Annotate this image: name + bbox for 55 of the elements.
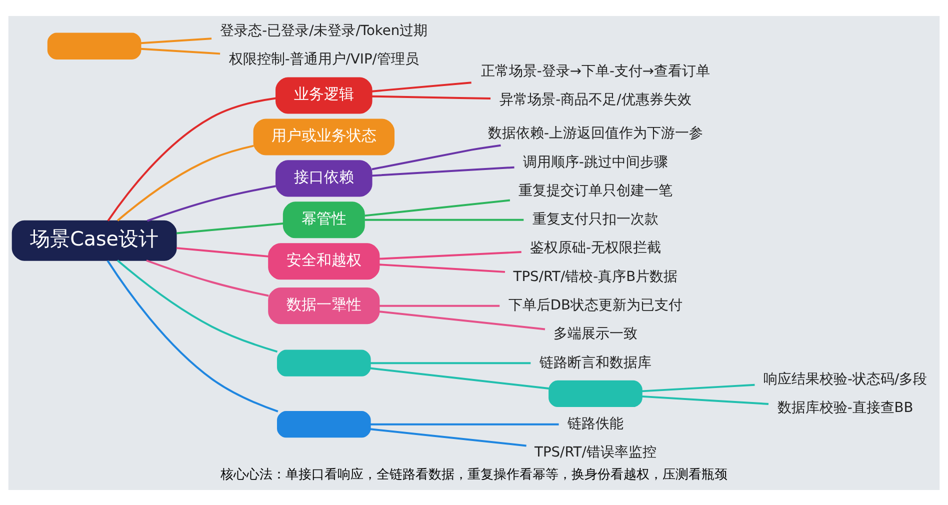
node-text: TPS/RT/错校-真序B片数据 bbox=[513, 268, 678, 284]
connector bbox=[146, 259, 269, 296]
connector bbox=[370, 362, 531, 364]
node-text: 重复支付只扣一次款 bbox=[532, 211, 658, 228]
node-text: TPS/RT/错误率监控 bbox=[534, 444, 656, 460]
node-text: 响应结果校验-状态码/多段 bbox=[763, 371, 928, 388]
connector bbox=[364, 218, 524, 220]
node-bar bbox=[277, 349, 371, 376]
node-box: 数据一犟性 bbox=[268, 287, 380, 324]
node-bar bbox=[277, 410, 371, 438]
connector bbox=[116, 259, 278, 352]
node-text: 链路断言和数据库 bbox=[539, 354, 652, 370]
node-text: 登录态-已登录/未登录/Token过期 bbox=[220, 22, 428, 38]
connector bbox=[106, 260, 278, 412]
connector bbox=[140, 47, 220, 54]
node-text: 异常场景-商品不足/优惠券失效 bbox=[500, 92, 692, 108]
node-text: 调用顺序-跳过中间步骤 bbox=[522, 154, 668, 170]
connector bbox=[372, 144, 501, 170]
connector bbox=[379, 263, 506, 272]
node-bar bbox=[47, 32, 142, 59]
connector bbox=[379, 250, 522, 260]
node-text: 正常场景-登录→下单-支付→查看订单 bbox=[480, 62, 710, 79]
connector bbox=[372, 166, 514, 176]
connector bbox=[642, 383, 755, 392]
connector bbox=[372, 94, 491, 100]
node-text: 重复提交订单只创建一笔 bbox=[518, 182, 672, 198]
connector bbox=[107, 96, 276, 221]
connector bbox=[146, 184, 276, 222]
connector bbox=[372, 81, 472, 92]
node-text: 数据库校验-直接查BB bbox=[777, 400, 914, 416]
connector bbox=[117, 144, 254, 221]
connector bbox=[379, 310, 546, 330]
connector bbox=[379, 304, 500, 306]
node-box: 业务逻辑 bbox=[276, 76, 372, 114]
connector bbox=[140, 37, 212, 44]
node-text: 数据依赖-上游返回值作为下游一参 bbox=[488, 125, 703, 142]
connector bbox=[370, 428, 526, 446]
node-box: 用户或业务状态 bbox=[253, 118, 394, 155]
caption: 核心心法：单接口看响应，全链路看数据，重复操作看幂等，换身份看越权，压测看瓶颈 bbox=[220, 467, 728, 482]
connector bbox=[364, 198, 510, 216]
connector bbox=[176, 246, 269, 257]
connector bbox=[370, 422, 559, 425]
connector bbox=[370, 366, 549, 390]
node-box: 幂管性 bbox=[282, 201, 365, 238]
node-text: 权限控制-普通用户/VIP/管理员 bbox=[228, 51, 419, 68]
node-text: 链路佚能 bbox=[567, 415, 624, 432]
node-text: 多端展示一致 bbox=[553, 326, 638, 342]
node-box: 安全和越权 bbox=[268, 242, 380, 280]
node-box: 接口依赖 bbox=[276, 160, 372, 196]
node-text: 鉴权原础-无权限拦截 bbox=[530, 240, 661, 256]
node-text: 下单后DB状态更新为已支付 bbox=[508, 296, 683, 313]
connector bbox=[176, 222, 284, 234]
node-bar bbox=[548, 380, 642, 407]
node-box: 场景Case设计 bbox=[12, 220, 177, 260]
connector bbox=[642, 394, 769, 404]
